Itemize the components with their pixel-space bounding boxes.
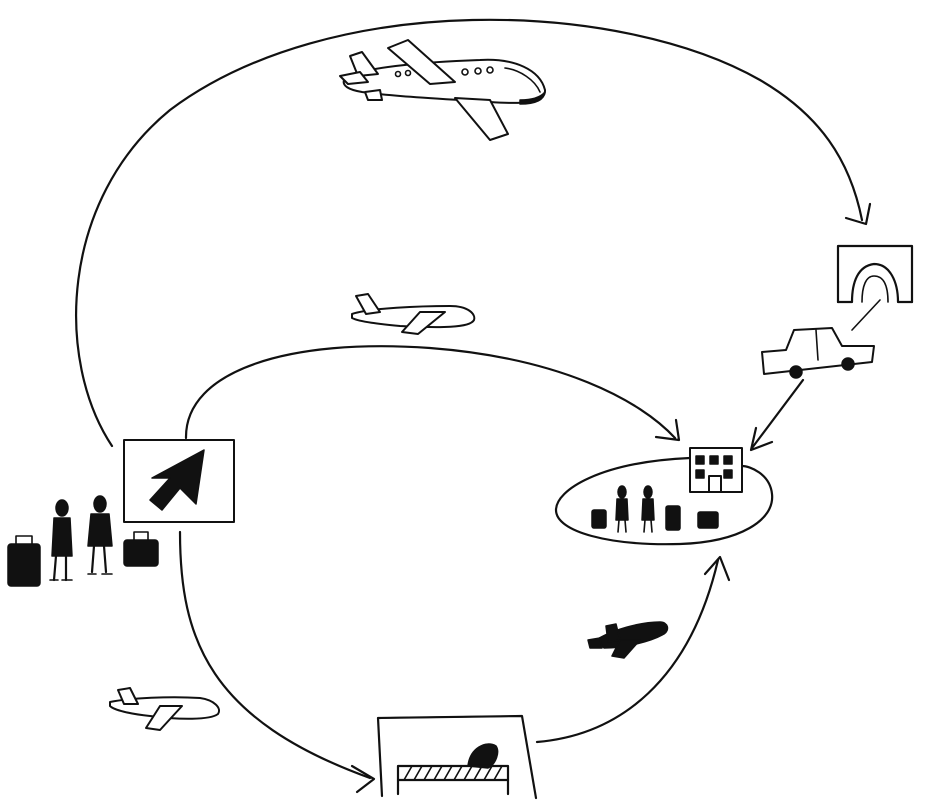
person-icon bbox=[642, 486, 654, 532]
small-airplane-icon bbox=[110, 688, 219, 730]
route-tunnel-car-connector bbox=[852, 300, 880, 330]
dark-airplane-icon bbox=[588, 622, 667, 658]
tunnel-arch-icon bbox=[838, 246, 912, 302]
bed-icon bbox=[378, 716, 536, 798]
route-stopover-flight-line bbox=[180, 532, 370, 778]
person-icon bbox=[50, 500, 72, 580]
large-airplane-icon bbox=[340, 40, 545, 140]
route-direct-flight-line bbox=[186, 346, 675, 438]
route-stopover-flight-arrowhead bbox=[352, 766, 374, 792]
suitcase-icon bbox=[592, 510, 606, 528]
person-icon bbox=[88, 496, 112, 574]
small-airplane-icon bbox=[352, 294, 474, 334]
suitcase-icon bbox=[124, 540, 158, 566]
car-icon bbox=[762, 328, 874, 378]
person-icon bbox=[616, 486, 628, 532]
suitcase-icon bbox=[666, 506, 680, 530]
hotel-building-icon bbox=[556, 448, 772, 544]
route-lines bbox=[76, 20, 880, 792]
route-car-line bbox=[752, 380, 803, 448]
suitcase-icon bbox=[8, 544, 40, 586]
departure-arrow-sign-icon bbox=[124, 440, 234, 522]
suitcase-icon bbox=[698, 512, 718, 528]
